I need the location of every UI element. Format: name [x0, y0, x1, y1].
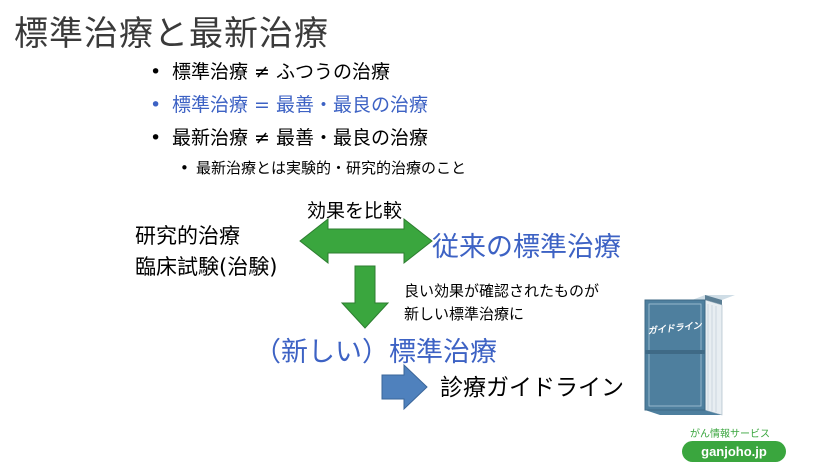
bullet-item: • 標準治療 ≠ ふつうの治療: [150, 56, 466, 89]
guideline-label: 診療ガイドライン: [440, 375, 624, 401]
bullet-dot: •: [150, 127, 162, 149]
bullet-dot: •: [180, 159, 189, 177]
bullet-item-highlight: • 標準治療 = 最善・最良の治療: [150, 89, 466, 122]
conventional-standard-label: 従来の標準治療: [432, 232, 621, 263]
down-arrow: [340, 265, 390, 329]
brand-service-name: がん情報サービス: [690, 429, 770, 440]
bullet-list: • 標準治療 ≠ ふつうの治療 • 標準治療 = 最善・最良の治療 • 最新治療 ≠ …: [150, 56, 466, 181]
guideline-book-icon: ガイドライン: [644, 295, 735, 416]
compare-double-arrow: [299, 217, 433, 265]
bullet-dot: •: [150, 61, 162, 83]
compare-label: 効果を比較: [307, 200, 403, 222]
sub-bullet-item: • 最新治療とは実験的・研究的治療のこと: [150, 155, 466, 181]
slide-title: 標準治療と最新治療: [14, 14, 329, 54]
effect-confirmed-line2: 新しい標準治療に: [404, 305, 525, 323]
bullet-text: 標準治療 = 最善・最良の治療: [172, 94, 428, 116]
bullet-item: • 最新治療 ≠ 最善・最良の治療: [150, 122, 466, 155]
sub-bullet-text: 最新治療とは実験的・研究的治療のこと: [196, 159, 467, 177]
bullet-text: 標準治療 ≠ ふつうの治療: [172, 61, 390, 83]
bullet-dot: •: [150, 94, 162, 116]
right-arrow: [381, 363, 428, 411]
research-treatment-label: 研究的治療: [135, 224, 240, 248]
brand-site-badge[interactable]: ganjoho.jp: [682, 441, 786, 462]
effect-confirmed-line1: 良い効果が確認されたものが: [404, 282, 600, 300]
bullet-text: 最新治療 ≠ 最善・最良の治療: [172, 127, 428, 149]
new-standard-label: （新しい）標準治療: [254, 337, 497, 368]
clinical-trial-label: 臨床試験(治験): [135, 255, 278, 279]
